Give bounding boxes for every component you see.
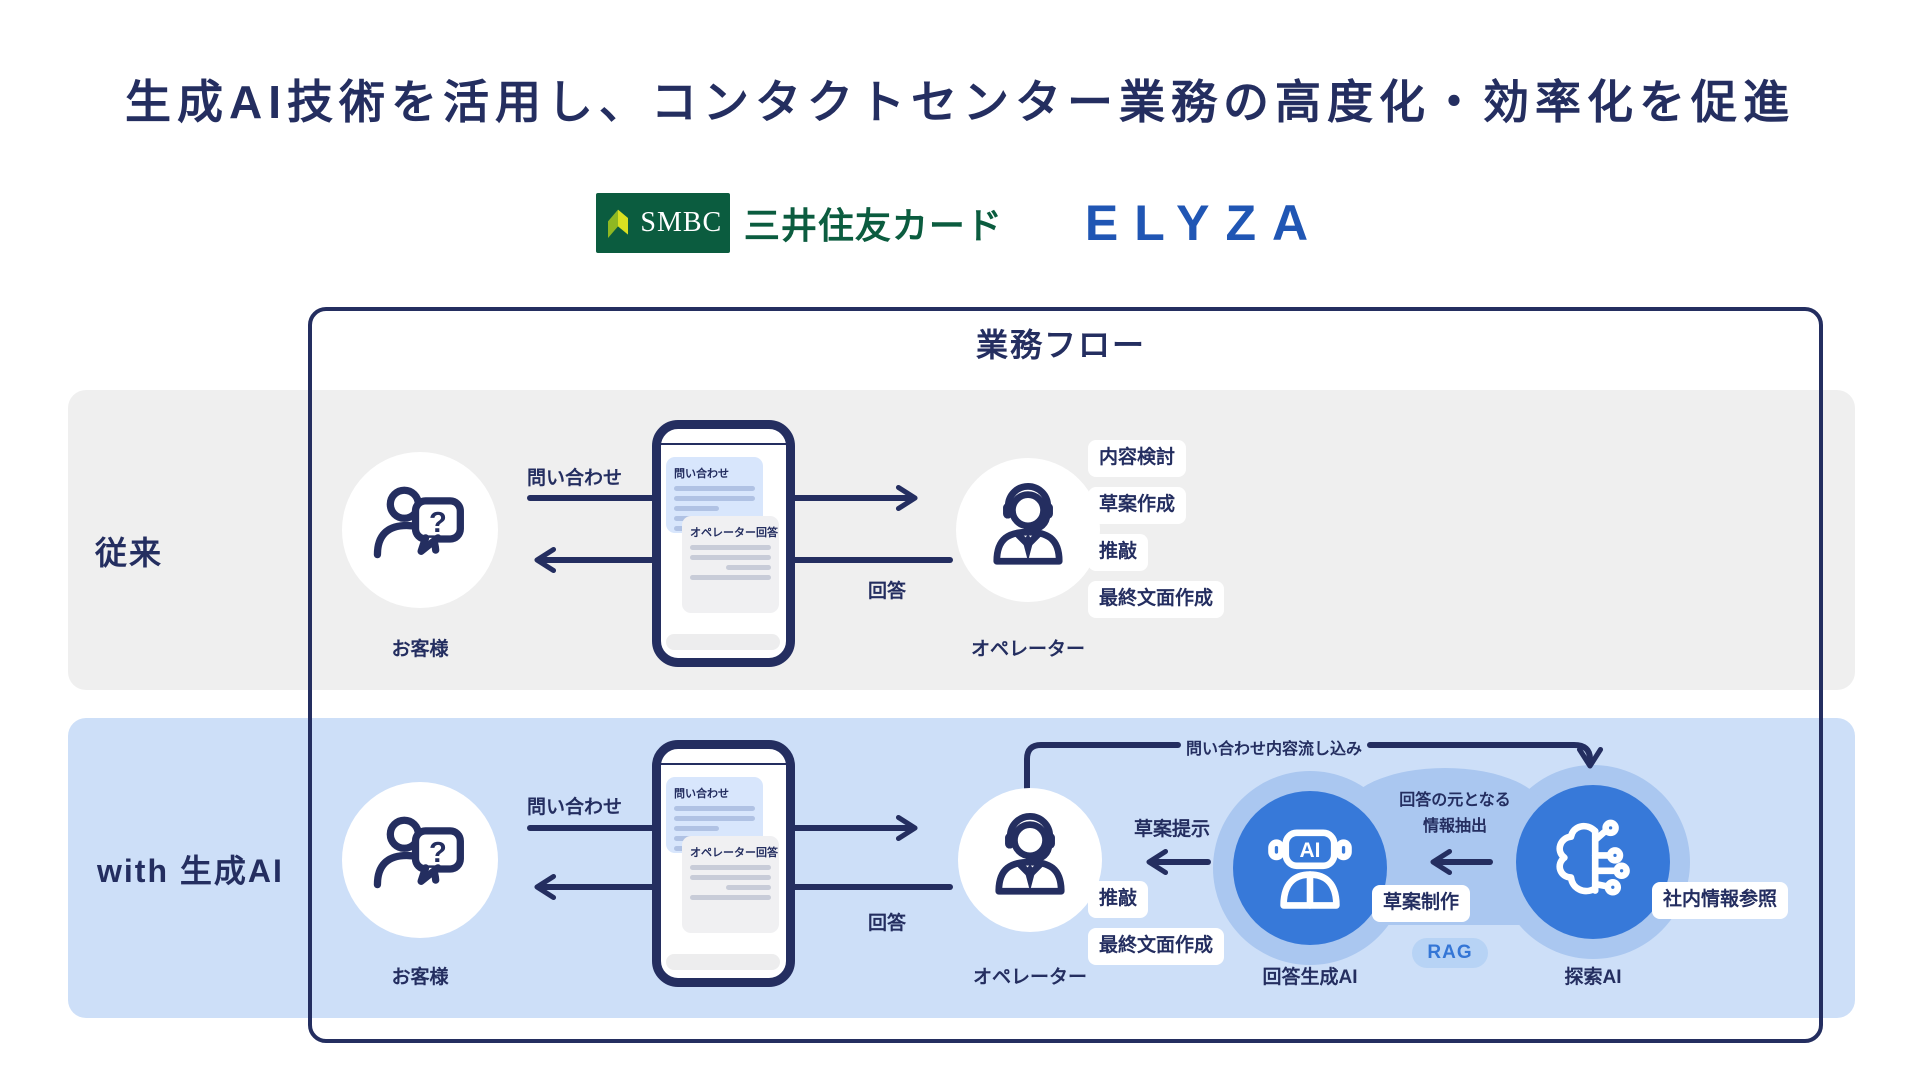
- draft-present-label: 草案提示: [1133, 819, 1211, 840]
- smbc-company-name: 三井住友カード: [743, 205, 1003, 246]
- robot-ai-icon: AI: [1268, 829, 1352, 909]
- text-line-placeholder: [674, 506, 719, 511]
- answer-ai-label: 回答生成AI: [1262, 967, 1358, 988]
- task-box-final-text: 最終文面作成: [1088, 581, 1225, 618]
- brain-circuit-icon: [1556, 819, 1630, 896]
- phone-status-divider: [661, 763, 786, 765]
- question-glyph: ?: [429, 507, 447, 539]
- phone-reply-title: オペレーター回答: [690, 847, 778, 859]
- customer-label-traditional: お客様: [391, 639, 449, 660]
- extraction-label-line2: 情報抽出: [1422, 818, 1488, 835]
- question-glyph: ?: [429, 837, 447, 869]
- phone-inquiry-title: 問い合わせ: [674, 788, 729, 800]
- ai-head-label: AI: [1300, 839, 1321, 862]
- customer-icon: ?: [373, 816, 464, 889]
- page-title: 生成AI技術を活用し、コンタクトセンター業務の高度化・効率化を促進: [125, 76, 1795, 128]
- smbc-logo-box: SMBC: [595, 193, 730, 253]
- phone-mockup-traditional: 問い合わせ オペレーター回答: [652, 420, 795, 667]
- customer-avatar-ai: ?: [342, 782, 498, 938]
- search-ai-avatar: [1516, 785, 1670, 939]
- task-box-final-text-ai: 最終文面作成: [1088, 928, 1225, 965]
- phone-mockup-ai: 問い合わせ オペレーター回答: [652, 740, 795, 987]
- flow-title: 業務フロー: [975, 327, 1147, 363]
- phone-input-bar: [666, 954, 780, 970]
- operator-label-ai: オペレーター: [972, 967, 1088, 988]
- customer-label-ai: お客様: [391, 967, 449, 988]
- text-line-placeholder: [690, 895, 771, 900]
- flow-in-label: 問い合わせ内容流し込み: [1185, 741, 1363, 758]
- phone-status-divider: [661, 443, 786, 445]
- phone-input-bar: [666, 634, 780, 650]
- customer-avatar-traditional: ?: [342, 452, 498, 608]
- reply-arrow-label-ai: 回答: [868, 913, 907, 934]
- row-label-traditional: 従来: [95, 535, 164, 571]
- task-box-content-review: 内容検討: [1088, 440, 1187, 477]
- smbc-logo: SMBC 三井住友カード: [595, 193, 1003, 253]
- row-label-with-ai: with 生成AI: [97, 853, 284, 889]
- logo-row: SMBC 三井住友カード ELYZA: [0, 190, 1920, 256]
- customer-icon: ?: [373, 486, 464, 559]
- operator-avatar-traditional: [956, 458, 1100, 602]
- rag-badge: RAG: [1412, 938, 1488, 968]
- text-line-placeholder: [690, 875, 771, 880]
- text-line-placeholder: [674, 826, 719, 831]
- text-line-placeholder: [690, 575, 771, 580]
- operator-label-traditional: オペレーター: [970, 639, 1086, 660]
- text-line-placeholder: [690, 865, 771, 870]
- phone-reply-bubble: オペレーター回答: [682, 836, 779, 933]
- text-line-placeholder: [690, 555, 771, 560]
- answer-ai-avatar: AI: [1233, 791, 1387, 945]
- reply-arrow-label-traditional: 回答: [868, 581, 907, 602]
- text-line-placeholder: [726, 885, 771, 890]
- phone-reply-title: オペレーター回答: [690, 527, 778, 539]
- extraction-label-line1: 回答の元となる: [1399, 792, 1511, 809]
- text-line-placeholder: [726, 565, 771, 570]
- text-line-placeholder: [690, 545, 771, 550]
- inquiry-arrow-label-traditional: 問い合わせ: [527, 468, 623, 489]
- inquiry-arrow-label-ai: 問い合わせ: [527, 797, 623, 818]
- text-line-placeholder: [674, 806, 755, 811]
- text-line-placeholder: [674, 486, 755, 491]
- task-box-draft-create: 草案作成: [1088, 487, 1187, 524]
- operator-icon: [995, 813, 1065, 895]
- task-box-polish-ai: 推敲: [1088, 881, 1149, 918]
- operator-avatar-ai: [958, 788, 1102, 932]
- text-line-placeholder: [674, 816, 755, 821]
- text-line-placeholder: [674, 496, 755, 501]
- smbc-rising-mark-icon: [608, 209, 629, 238]
- elyza-logo: ELYZA: [1084, 195, 1325, 251]
- draft-create-box: 草案制作: [1372, 885, 1471, 922]
- phone-inquiry-title: 問い合わせ: [674, 468, 729, 480]
- operator-icon: [993, 483, 1063, 565]
- phone-reply-bubble: オペレーター回答: [682, 516, 779, 613]
- smbc-abbr: SMBC: [640, 207, 723, 238]
- search-ai-label: 探索AI: [1564, 967, 1622, 988]
- internal-info-box: 社内情報参照: [1652, 882, 1789, 919]
- task-box-polish: 推敲: [1088, 534, 1149, 571]
